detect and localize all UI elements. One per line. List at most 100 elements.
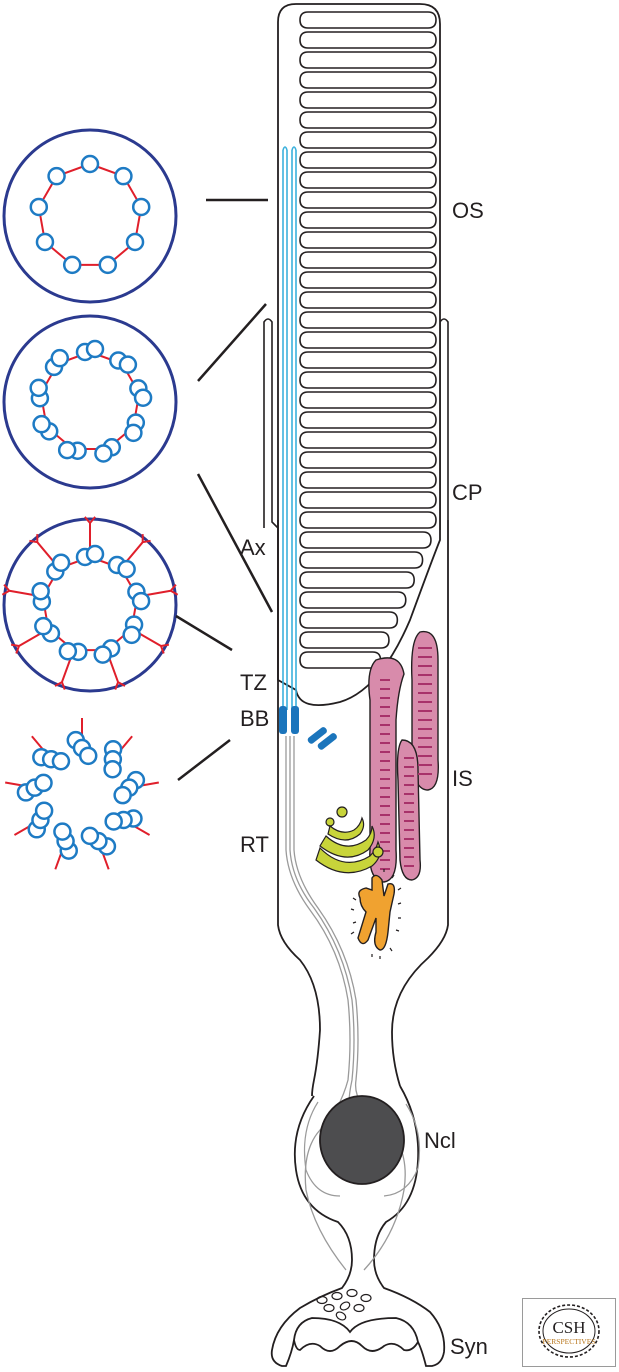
rootlet [285, 736, 406, 1271]
microtubule [34, 801, 54, 820]
basal-body [279, 706, 299, 734]
disc [299, 451, 437, 469]
microtubule [131, 197, 151, 217]
cross-section-cc [2, 314, 178, 490]
microtubule [113, 785, 132, 805]
microtubule [122, 625, 141, 645]
csh-perspectives-logo: CSH PERSPECTIVES [522, 1298, 616, 1367]
calyceal-process-left [263, 318, 281, 531]
cross-section-os [2, 128, 178, 304]
disc [299, 191, 437, 209]
microtubule [103, 759, 122, 779]
microtubule [62, 255, 82, 275]
nuclear-envelope [303, 1101, 421, 1197]
disc [299, 311, 437, 329]
inner-segment-outline-right [391, 520, 449, 1087]
synaptic-vesicles [316, 1288, 372, 1321]
microtubule [47, 166, 66, 186]
disc [299, 431, 437, 449]
disc-stack [299, 11, 437, 669]
nucleus [319, 1095, 405, 1185]
microtubule [50, 348, 70, 368]
microtubule [94, 444, 113, 463]
synaptic-invagination [293, 1317, 419, 1352]
golgi [315, 806, 384, 874]
disc [299, 651, 382, 669]
disc [299, 71, 437, 89]
microtubule [51, 553, 71, 572]
label-cp: CP [452, 480, 483, 505]
leader-lines [175, 198, 274, 781]
disc [299, 111, 437, 129]
microtubule [131, 591, 151, 611]
disc [299, 591, 407, 609]
mitochondria [368, 630, 439, 883]
disc [299, 291, 437, 309]
microtubule [93, 645, 112, 664]
label-ax: Ax [240, 535, 266, 560]
microtubule [80, 154, 100, 174]
endoplasmic-reticulum [350, 869, 402, 959]
disc [299, 631, 390, 649]
microtubule [53, 822, 72, 841]
disc [299, 351, 437, 369]
microtubule [78, 746, 98, 766]
disc [299, 91, 437, 109]
soma-outline-right [373, 1085, 446, 1367]
microtubule [114, 166, 133, 186]
label-os: OS [452, 198, 484, 223]
microtubule [125, 232, 145, 252]
disc [299, 491, 437, 509]
disc [299, 411, 437, 429]
centriole-pair [307, 727, 337, 750]
microtubule [31, 581, 50, 601]
microtubule [32, 414, 51, 434]
disc [299, 531, 432, 549]
label-tz: TZ [240, 670, 267, 695]
microtubule [57, 440, 77, 460]
disc [299, 231, 437, 249]
disc [299, 511, 437, 529]
logo-sub: PERSPECTIVES [543, 1337, 596, 1346]
axoneme [282, 146, 297, 710]
soma-outline [270, 1095, 353, 1367]
label-syn: Syn [450, 1334, 488, 1359]
label-rt: RT [240, 832, 269, 857]
disc [299, 171, 437, 189]
disc [299, 151, 437, 169]
disc [299, 551, 424, 569]
microtubule [85, 544, 105, 564]
cross-section-tz [1, 516, 179, 693]
disc [299, 571, 415, 589]
disc [299, 371, 437, 389]
microtubule [118, 355, 138, 374]
microtubule [98, 255, 118, 275]
calyceal-process-right [439, 318, 449, 530]
disc [299, 11, 437, 29]
microtubule [34, 773, 53, 793]
disc [299, 251, 437, 269]
cross-section-bb [5, 718, 159, 870]
disc [299, 271, 437, 289]
microtubule [58, 641, 78, 661]
disc [299, 611, 399, 629]
disc [299, 331, 437, 349]
label-ncl: Ncl [424, 1128, 456, 1153]
microtubule [35, 232, 55, 252]
microtubule [80, 826, 100, 846]
disc [299, 31, 437, 49]
microtubule [117, 559, 136, 579]
disc [299, 131, 437, 149]
microtubule [29, 197, 49, 217]
microtubule [124, 423, 143, 443]
logo-main: CSH [552, 1318, 585, 1337]
microtubule [104, 812, 123, 831]
inner-segment-outline [277, 520, 321, 1097]
label-bb: BB [240, 706, 269, 731]
label-is: IS [452, 766, 473, 791]
microtubule [29, 378, 48, 398]
microtubule [51, 751, 71, 771]
microtubule [85, 339, 105, 359]
disc [299, 211, 437, 229]
